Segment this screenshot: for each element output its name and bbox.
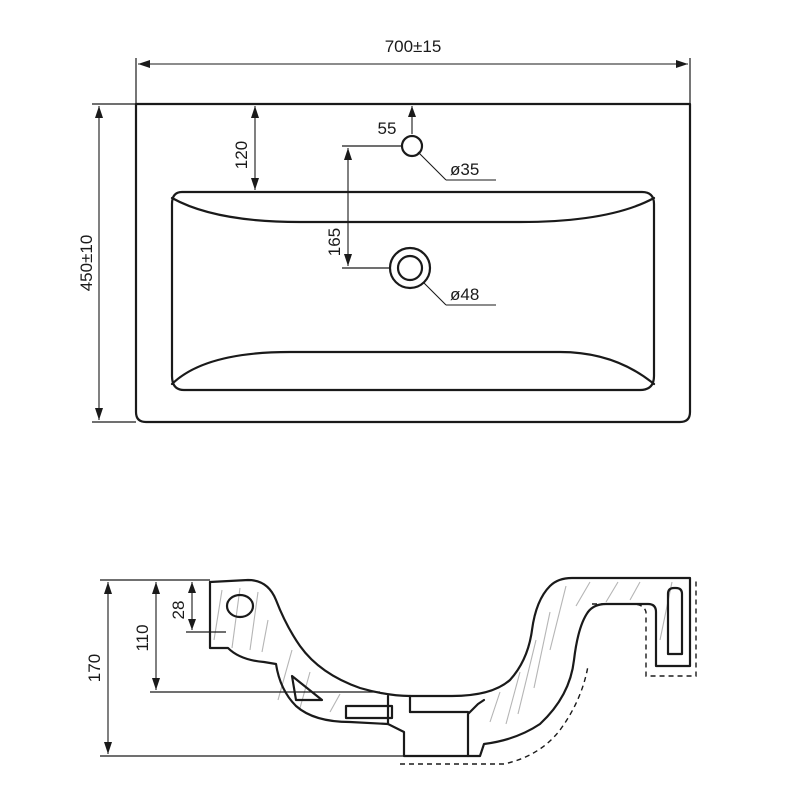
tap-offset-label: 55 [378,119,397,138]
drain-body [386,694,486,758]
bowl-depth-label: 110 [133,624,152,651]
overall-height-label: 170 [85,654,104,682]
rim-arrow-top [188,582,196,593]
bowl-offset-arrow-top [251,106,259,118]
depth-arrow-bottom [95,408,103,420]
drain-hole-inner [396,254,424,282]
drain-hole-leader [422,281,447,306]
depth-arrow-top [95,106,103,118]
section-right-underside [466,610,590,758]
bowl-offset-arrow-bottom [251,178,259,190]
tap-offset-arrow [408,106,416,117]
height-arrow-bottom [104,742,112,754]
section-left-underside [208,580,390,726]
rim-arrow-bottom [188,619,196,630]
drain-hole-label: ø48 [450,285,479,304]
cabinet-dashed-right [592,578,697,677]
bowl-lower-slope [170,350,656,386]
depth-label: 450±10 [77,235,96,292]
right-overflow-slot [666,586,684,656]
bowl-depth-arrow-top [152,582,160,594]
width-label: 700±15 [385,37,442,56]
cavity [344,704,394,720]
section-right-wall [408,576,692,698]
tap-hole-label: ø35 [450,160,479,179]
drain-offset-arrow-top [344,148,352,160]
drain-hole-outer [388,246,432,290]
width-arrow-right [676,60,688,68]
drain-offset-arrow-bottom [344,254,352,266]
bowl-upper-slope [170,196,656,224]
bowl-outline [170,190,656,392]
width-arrow-left [138,60,150,68]
section-hatching [213,581,673,725]
bowl-depth-arrow-bottom [152,678,160,690]
rim-label: 28 [169,601,188,620]
height-arrow-top [104,582,112,594]
section-view: 170 110 28 [85,576,697,765]
top-view: 700±15 450±10 120 55 165 ø35 ø48 [77,37,692,424]
overflow-hole [225,593,255,619]
drain-offset-label: 165 [325,228,344,256]
basin-outline [134,102,692,424]
cabinet-dashed-bottom [400,665,589,765]
left-void [290,674,324,702]
tap-hole-leader [417,151,447,181]
section-left-rim [208,578,412,698]
bowl-offset-label: 120 [232,141,251,169]
